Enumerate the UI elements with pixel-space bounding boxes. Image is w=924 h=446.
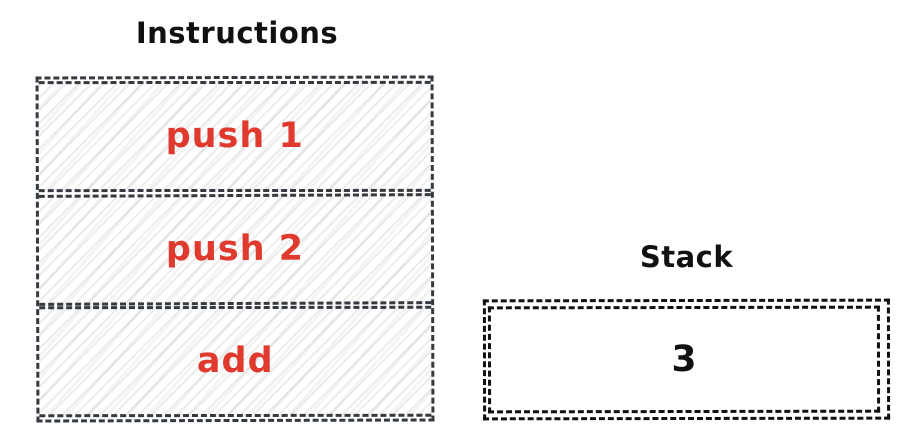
instruction-box-add: add [39, 306, 432, 418]
stack-value: 3 [671, 338, 697, 381]
instructions-panel: push 1 push 2 add [35, 75, 435, 423]
instruction-label: push 2 [165, 228, 305, 270]
instruction-label: push 1 [165, 116, 304, 157]
instruction-label: add [196, 341, 274, 382]
stack-title: Stack [639, 240, 734, 274]
stack-panel: 3 [482, 298, 891, 421]
instruction-box-push-1: push 1 [38, 80, 431, 192]
stack-slot: 3 [487, 305, 881, 414]
instruction-box-push-2: push 2 [38, 192, 432, 306]
instructions-title: Instructions [135, 16, 339, 50]
